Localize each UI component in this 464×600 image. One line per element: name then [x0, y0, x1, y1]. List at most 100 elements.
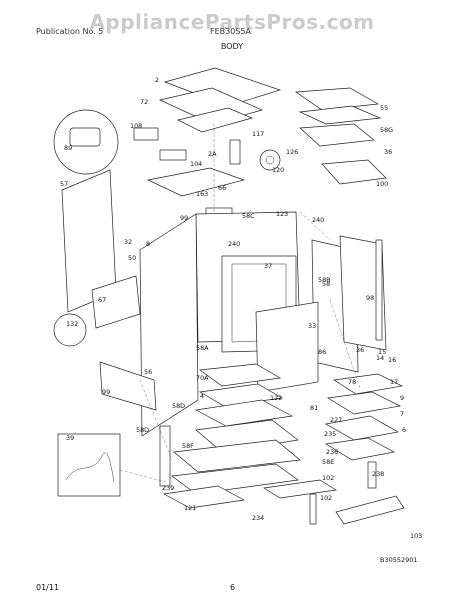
- part-label: 58C: [242, 212, 255, 220]
- blower-motor: [69, 127, 101, 147]
- door-glass-outer: [199, 363, 282, 387]
- part-label: 227: [330, 416, 342, 424]
- part-label: 58E: [322, 458, 334, 466]
- part-label: 16: [388, 356, 396, 364]
- lower-side-panel: [99, 361, 157, 411]
- part-label: 33: [308, 322, 316, 330]
- door-bottom: [263, 479, 337, 499]
- toe-kick: [335, 495, 405, 525]
- door-handle-strip: [162, 485, 246, 509]
- part-label: 36: [384, 148, 392, 156]
- filter: [321, 159, 387, 185]
- part-label: 55: [380, 104, 388, 112]
- trim-strip: [375, 239, 383, 341]
- part-label: 58G: [380, 126, 393, 134]
- part-label: 240: [228, 240, 240, 248]
- part-label: 58F: [182, 442, 194, 450]
- dashed-leader-line: [329, 299, 361, 389]
- part-label: 126: [286, 148, 298, 156]
- part-label: 2: [155, 76, 159, 84]
- part-label: 122: [270, 394, 282, 402]
- rack-upper: [333, 373, 404, 395]
- part-label: 58: [322, 280, 330, 288]
- part-label: 58B: [318, 276, 331, 284]
- part-label: 163: [196, 190, 208, 198]
- part-label: 15: [378, 348, 386, 356]
- part-label: 66: [218, 184, 226, 192]
- diagram-title: BODY: [220, 42, 244, 51]
- part-label: 235: [324, 430, 336, 438]
- wiring-harness-box: [57, 433, 121, 497]
- part-label: 100: [376, 180, 388, 188]
- part-label: 72: [140, 98, 148, 106]
- part-label: 37: [264, 262, 272, 270]
- broiler-pan: [324, 437, 396, 461]
- outer-wrapper-left: [139, 213, 199, 437]
- part-label: 238: [372, 470, 384, 478]
- part-label: 102: [322, 474, 334, 482]
- part-label: 234: [252, 514, 264, 522]
- vent-duct-lower: [298, 105, 382, 125]
- part-label: 70A: [196, 374, 209, 382]
- dashed-leader-line: [299, 211, 331, 241]
- part-label: 120: [272, 166, 284, 174]
- part-label: 67: [98, 296, 106, 304]
- part-label: 104: [190, 160, 202, 168]
- part-label: 36: [356, 346, 364, 354]
- revision-date: 01/11: [36, 583, 60, 592]
- fan-hub: [265, 155, 275, 165]
- part-label: 86: [318, 348, 326, 356]
- door-inner: [173, 439, 301, 473]
- strip-234: [309, 493, 317, 525]
- wiring-harness: [65, 452, 115, 483]
- door-trim: [171, 463, 299, 495]
- part-label: 102: [320, 494, 332, 502]
- part-label: 8: [146, 240, 150, 248]
- rack-middle: [326, 391, 402, 415]
- detail-circle-132: [53, 313, 87, 347]
- vent-duct: [294, 87, 380, 111]
- part-label: 236: [326, 448, 338, 456]
- part-label: 108: [130, 122, 142, 130]
- watermark: AppliancePartsPros.com: [89, 10, 375, 34]
- part-label: 4: [200, 392, 204, 400]
- strip-102: [367, 461, 377, 489]
- vent-cover: [299, 123, 375, 147]
- part-label: 56: [144, 368, 152, 376]
- dashed-leader-line: [119, 469, 167, 483]
- part-label: 239: [162, 484, 174, 492]
- part-label: 117: [252, 130, 264, 138]
- part-label: 9: [400, 394, 404, 402]
- part-label: 17: [390, 378, 398, 386]
- part-label: 57: [60, 180, 68, 188]
- door-liner: [194, 399, 294, 427]
- part-label: 58D: [136, 426, 149, 434]
- oven-rack: [324, 415, 400, 441]
- part-label: 7: [400, 410, 404, 418]
- back-panel: [339, 235, 387, 351]
- part-label: 89: [64, 144, 72, 152]
- bracket-104: [159, 149, 187, 161]
- part-label: 132: [66, 320, 78, 328]
- part-label: 50: [128, 254, 136, 262]
- part-label: 78: [348, 378, 356, 386]
- part-label: 14: [376, 354, 384, 362]
- publication-number: Publication No. 5: [36, 27, 104, 36]
- insulation-cover: [146, 167, 246, 197]
- part-label: 58A: [196, 344, 209, 352]
- page-number: 6: [230, 583, 236, 592]
- diagram-code: B30552901: [380, 556, 418, 564]
- part-label: 123: [276, 210, 288, 218]
- part-label: 99: [180, 214, 188, 222]
- part-label: 2A: [208, 150, 217, 158]
- part-labels: 2725558G36100108891172A10412612057163665…: [60, 76, 422, 540]
- vent-panel: [176, 107, 254, 133]
- part-label: 98: [366, 294, 374, 302]
- part-label: 99: [102, 388, 110, 396]
- dashed-leader-line: [139, 379, 173, 461]
- part-label: 58D: [172, 402, 185, 410]
- motor-bracket: [133, 127, 159, 141]
- bracket-117: [229, 139, 241, 165]
